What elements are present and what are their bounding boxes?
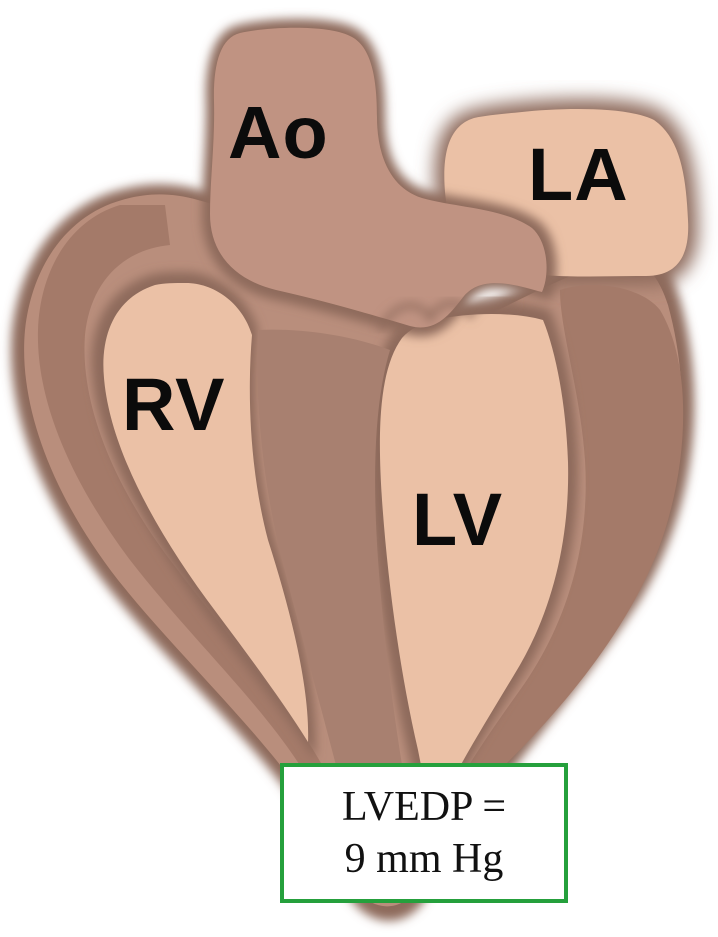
lvedp-box: LVEDP = 9 mm Hg (280, 763, 568, 903)
label-la: LA (528, 133, 629, 216)
label-lv: LV (412, 478, 503, 561)
label-rv: RV (122, 363, 225, 446)
lvedp-line-1: LVEDP = (342, 781, 506, 833)
label-ao: Ao (228, 91, 329, 174)
lvedp-line-2: 9 mm Hg (345, 833, 504, 885)
